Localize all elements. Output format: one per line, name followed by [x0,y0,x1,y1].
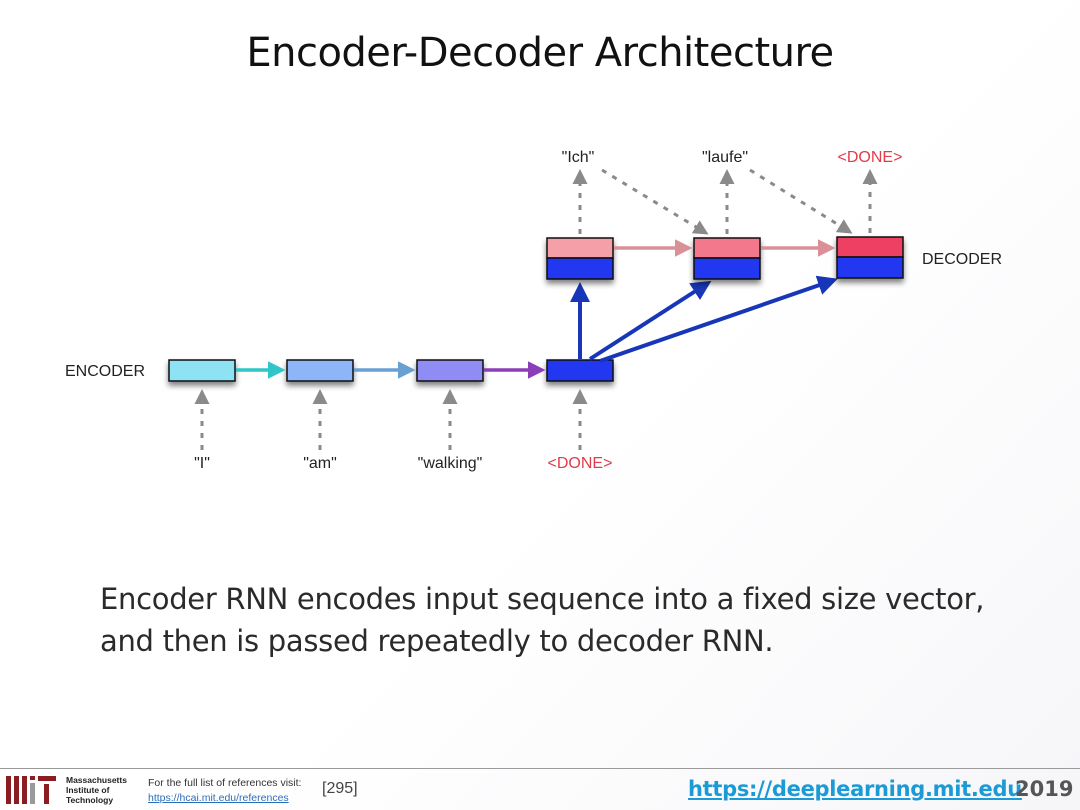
input-label-2: "am" [303,455,337,472]
feedback-arrow-1 [601,168,709,235]
institution-name: Massachusetts Institute of Technology [66,775,127,805]
context-arrow-3 [599,275,838,363]
input-label-3: "walking" [418,455,483,472]
encoder-cell-1 [168,359,236,382]
decoder-label: DECODER [922,251,1002,268]
output-label-3: <DONE> [838,149,903,166]
references-link[interactable]: https://hcai.mit.edu/references [148,792,289,804]
year-label: 2019 [1015,777,1074,801]
encoder-cell-3 [416,359,484,382]
mit-logo-icon [6,776,56,804]
feedback-arrow-2 [749,168,853,234]
encoder-decoder-diagram: ENCODER DECODER "I" "am" "walking" <DONE… [65,149,1002,472]
body-line-1: Encoder RNN encodes input sequence into … [100,582,985,616]
output-label-2: "laufe" [702,149,748,166]
reference-number: [295] [322,780,358,797]
decoder-cell-1 [546,237,614,280]
input-label-1: "I" [194,455,210,472]
encoder-cell-2 [286,359,354,382]
encoder-cell-4 [546,359,614,382]
course-website-link[interactable]: https://deeplearning.mit.edu [688,777,1022,801]
decoder-cell-2 [693,237,761,280]
references-note: For the full list of references visit: h… [148,776,301,806]
slide-title: Encoder-Decoder Architecture [246,30,834,76]
footer-divider [0,768,1080,769]
body-line-2: and then is passed repeatedly to decoder… [100,624,774,658]
encoder-label: ENCODER [65,363,145,380]
input-label-4: <DONE> [548,455,613,472]
decoder-cell-3 [836,236,904,279]
references-prompt: For the full list of references visit: [148,777,302,789]
context-arrow-2 [588,280,712,361]
output-label-1: "Ich" [562,149,595,166]
slide-body-text: Encoder RNN encodes input sequence into … [100,578,1040,662]
